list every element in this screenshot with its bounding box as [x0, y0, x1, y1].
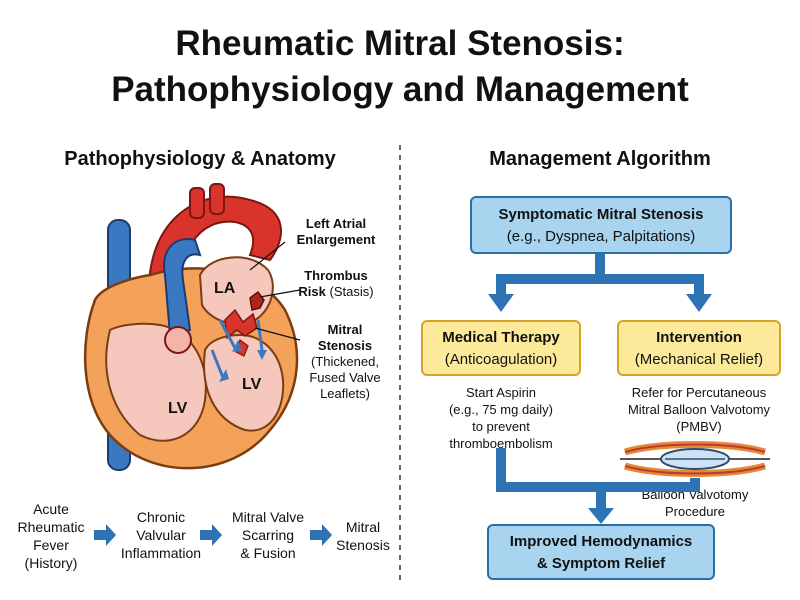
chamber-label-lv: LV: [168, 400, 188, 417]
chamber-label-lv: LV: [242, 376, 262, 393]
pointer-thrombus: [259, 289, 301, 298]
page-title-line2: Pathophysiology and Management: [111, 70, 689, 109]
medical-therapy-box: Medical Therapy (Anticoagulation): [421, 320, 581, 376]
balloon-valvotomy-illustration: [620, 441, 770, 477]
label-thrombus: Thrombus Risk (Stasis): [298, 268, 374, 299]
valve-edge: [624, 443, 766, 453]
right-section-heading: Management Algorithm: [489, 148, 711, 170]
flow-arrow: [256, 319, 264, 351]
medical-therapy-detail: Start Aspirin (e.g., 75 mg daily) to pre…: [448, 385, 554, 451]
branch-left-stem: [496, 274, 506, 296]
merge-right-stem: [690, 478, 700, 492]
merge-arrows: [496, 448, 700, 524]
pointer-la: [249, 241, 286, 271]
chamber-label-la: LA: [214, 280, 236, 297]
flow-arrow-3: [310, 524, 332, 546]
merge-right-bar: [596, 482, 700, 492]
pointer-ms: [254, 327, 301, 341]
branch-bar: [496, 274, 704, 284]
outcome-box: Improved Hemodynamics & Symptom Relief: [487, 524, 715, 580]
symptomatic-ms-box: Symptomatic Mitral Stenosis (e.g., Dyspn…: [470, 196, 732, 254]
tricuspid-valve: [164, 326, 192, 354]
branch-right-arrowhead: [686, 294, 712, 312]
branch-right-stem: [694, 274, 704, 296]
section-divider: [399, 145, 401, 585]
aortic-branch: [209, 183, 225, 215]
intervention-detail: Refer for Percutaneous Mitral Balloon Va…: [627, 385, 771, 434]
branch-stem: [595, 254, 605, 280]
branch-arrows: [488, 254, 712, 312]
merge-stem: [596, 482, 606, 510]
branch-left-arrowhead: [488, 294, 514, 312]
flow-arrow: [218, 319, 238, 351]
left-section-heading: Pathophysiology & Anatomy: [64, 148, 336, 170]
merge-arrowhead: [588, 508, 614, 524]
flow-arrow: [210, 349, 226, 381]
flow-arrows: [94, 524, 332, 546]
pulmonary-trunk: [163, 238, 202, 337]
flow-arrowhead: [219, 369, 229, 382]
label-la-enlargement: Left Atrial Enlargement: [296, 216, 376, 247]
heart-illustration: [83, 183, 301, 471]
valve-edge: [624, 465, 766, 475]
flow-arrowhead: [257, 350, 267, 360]
merge-left-bar: [496, 482, 608, 492]
flow-arrowhead: [232, 340, 242, 352]
flow-arrow-1: [94, 524, 116, 546]
page-title-line1: Rheumatic Mitral Stenosis:: [175, 24, 625, 63]
aorta: [147, 195, 282, 311]
lv-chamber-right: [203, 333, 285, 432]
intervention-box: Intervention (Mechanical Relief): [617, 320, 781, 376]
flow-arrow-2: [200, 524, 222, 546]
merge-left-stem: [496, 448, 506, 490]
aortic-branch: [189, 187, 205, 219]
label-mitral-stenosis: Mitral Stenosis (Thickened, Fused Valve …: [309, 322, 381, 401]
